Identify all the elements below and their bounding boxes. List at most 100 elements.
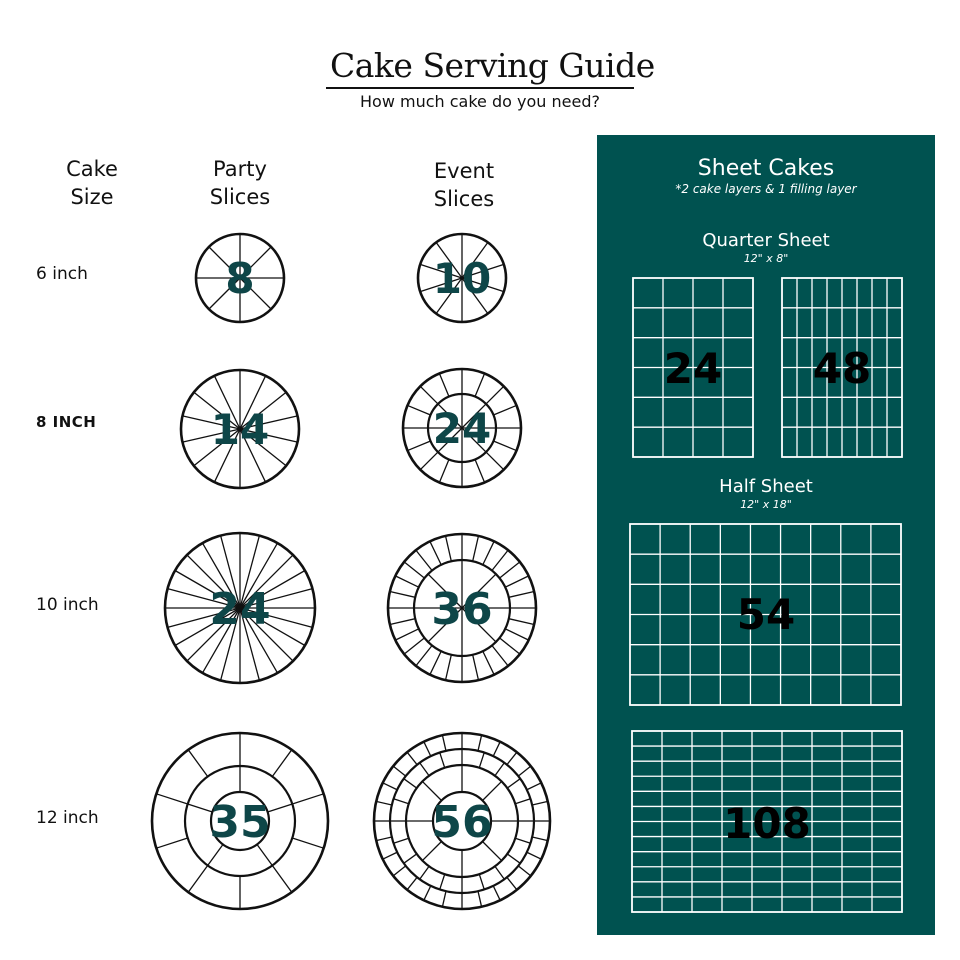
header-event-slices: Event Slices (404, 157, 524, 213)
slice-line (494, 865, 505, 880)
header-party-slices: Party Slices (180, 155, 300, 211)
slice-line (382, 782, 398, 791)
header-party-line1: Party (213, 157, 267, 181)
inner-ring (209, 790, 271, 852)
half-sheet-54: 54 (629, 523, 902, 706)
slice-line (504, 575, 529, 588)
slice-line (515, 837, 531, 844)
cake-12-event: 56 (372, 731, 552, 911)
slice-line (292, 793, 324, 805)
slice-count: 35 (209, 797, 270, 848)
slice-line (421, 780, 442, 801)
slice-line (474, 373, 486, 397)
slice-line (491, 645, 509, 667)
slice-line (494, 762, 505, 777)
header-party-line2: Slices (209, 185, 271, 209)
slice-line (485, 451, 505, 471)
row-label-8-inch: 8 INCH (36, 413, 97, 431)
slice-line (421, 841, 442, 862)
slice-line (415, 645, 433, 667)
slice-line (492, 741, 501, 757)
slice-line (423, 741, 432, 757)
cake-8-event: 24 (401, 367, 523, 489)
inner-ring (431, 790, 493, 852)
slice-line (389, 590, 416, 598)
slice-line (492, 885, 501, 901)
quarter-sheet-title: Quarter Sheet (702, 230, 830, 251)
slice-line (461, 277, 505, 293)
slice-count: 10 (433, 254, 491, 303)
slice-line (239, 415, 298, 430)
half-sheet-title: Half Sheet (719, 476, 813, 497)
slice-line (482, 780, 503, 801)
half-sheet-108: 108 (631, 730, 903, 913)
slice-line (435, 277, 463, 314)
header-event-line2: Slices (433, 187, 495, 211)
slice-line (239, 607, 313, 629)
slice-line (207, 844, 224, 866)
slice-line (435, 242, 463, 279)
slice-line (444, 535, 452, 562)
slice-line (441, 735, 447, 751)
slice-line (419, 277, 463, 293)
slice-line (208, 246, 241, 279)
slice-line (395, 628, 420, 641)
slice-line (239, 428, 287, 467)
slice-line (213, 375, 241, 430)
slice-line (532, 800, 548, 806)
slice-line (517, 765, 532, 777)
sheet-cakes-note: *2 cake layers & 1 filling layer (675, 182, 857, 196)
slice-line (499, 561, 521, 579)
slice-line (407, 404, 431, 416)
slice-line (419, 865, 430, 880)
slice-line (239, 246, 272, 279)
slice-line (239, 428, 267, 483)
slice-line (438, 459, 450, 483)
quarter-sheet-24: 24 (632, 277, 754, 458)
slice-line (515, 798, 531, 805)
cake-10-event: 36 (386, 532, 538, 684)
cake-6-party: 8 (194, 232, 286, 324)
slice-line (393, 798, 409, 805)
half-sheet-dims: 12" x 18" (740, 498, 792, 511)
header-cake-size-line2: Size (70, 185, 114, 209)
slice-line (219, 535, 241, 609)
slice-line (186, 607, 241, 662)
slice-line (504, 628, 529, 641)
slice-line (187, 865, 209, 893)
slice-line (429, 650, 442, 675)
slice-line (376, 836, 392, 842)
slice-line (403, 561, 425, 579)
slice-line (392, 865, 407, 877)
row-label-10-inch: 10 inch (36, 595, 99, 615)
slice-line (407, 440, 431, 452)
slice-line (444, 654, 452, 681)
slice-line (389, 618, 416, 626)
slice-line (415, 549, 433, 571)
slice-line (219, 607, 241, 681)
slice-line (461, 607, 497, 643)
slice-line (478, 752, 485, 768)
slice-line (532, 836, 548, 842)
slice-line (256, 844, 273, 866)
slice-line (499, 637, 521, 655)
slice-line (239, 554, 294, 609)
slice-count: 24 (209, 584, 270, 635)
cake-outline (386, 532, 538, 684)
slice-line (474, 459, 486, 483)
inner-ring (412, 558, 512, 658)
cake-12-party: 35 (150, 731, 330, 911)
slice-line (167, 607, 241, 629)
slice-line (491, 549, 509, 571)
slice-line (406, 751, 418, 766)
header-cake-size-line1: Cake (66, 157, 118, 181)
slice-line (472, 654, 480, 681)
header-event-line1: Event (433, 159, 495, 183)
slice-line (461, 403, 487, 429)
slice-line (193, 428, 241, 467)
slice-line (423, 885, 432, 901)
slice-line (395, 575, 420, 588)
slice-line (482, 650, 495, 675)
